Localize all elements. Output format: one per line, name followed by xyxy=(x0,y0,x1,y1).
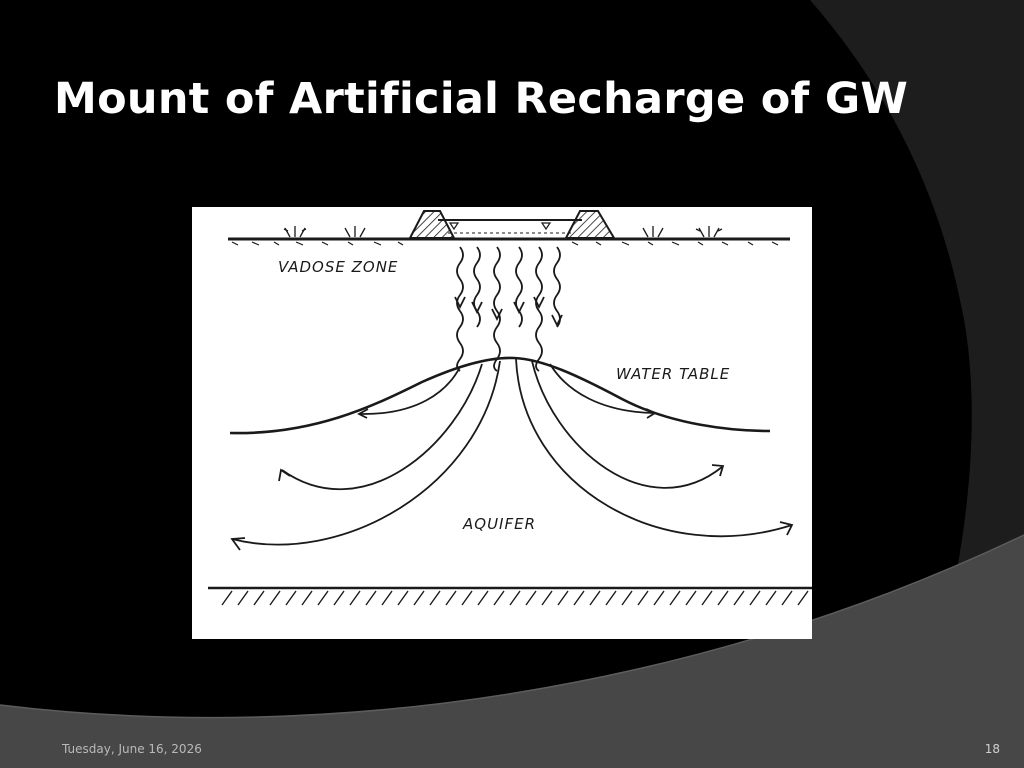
background-swoosh-edge xyxy=(0,534,1024,719)
aquifer-base xyxy=(208,586,812,606)
ground-surface xyxy=(228,237,790,246)
aquifer-flow-lines xyxy=(231,358,793,546)
label-vadose-zone: VADOSE ZONE xyxy=(278,258,398,276)
footer-date: Tuesday, June 16, 2026 xyxy=(62,742,202,756)
label-water-table: WATER TABLE xyxy=(616,365,730,383)
recharge-mound-diagram: VADOSE ZONE WATER TABLE AQUIFER xyxy=(192,207,812,639)
aquifer-flow-arrowheads xyxy=(230,408,794,551)
water-table-mound xyxy=(229,356,771,435)
basin-dike-left xyxy=(408,210,456,239)
basin-dike-right xyxy=(564,210,616,239)
water-level-marker-right xyxy=(540,222,552,231)
label-aquifer: AQUIFER xyxy=(462,515,536,533)
percolation-arrows xyxy=(454,296,563,328)
slide-title: Mount of Artificial Recharge of GW xyxy=(54,74,909,124)
background-swoosh-light xyxy=(0,535,1024,768)
grass-tufts xyxy=(283,226,723,238)
recharge-basin xyxy=(408,210,616,239)
diagram-svg: VADOSE ZONE WATER TABLE AQUIFER xyxy=(208,210,812,606)
percolation-flow xyxy=(456,246,561,372)
water-level-marker-left xyxy=(448,222,460,231)
slide-number: 18 xyxy=(984,742,1000,756)
